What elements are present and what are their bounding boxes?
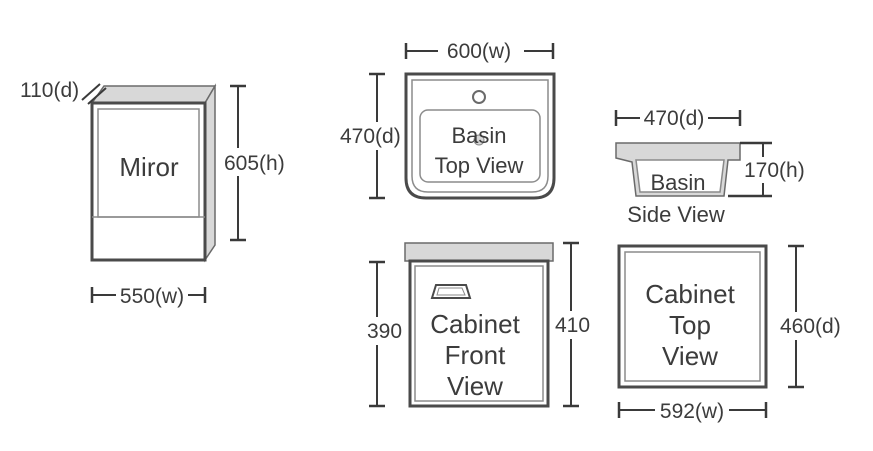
basin-side-depth-text: 470(d) <box>644 107 705 130</box>
mirror-top-face <box>90 85 217 104</box>
cabinet-top-depth-text: 460(d) <box>780 315 841 338</box>
basin-top-depth-text: 470(d) <box>340 125 401 148</box>
mirror-group: Miror 110(d) 605(h) 550(w) <box>20 79 288 308</box>
basin-side-label: Basin <box>650 170 705 195</box>
basin-top-rim <box>411 79 549 193</box>
cabinet-top-inner <box>624 251 761 382</box>
mirror-height-text: 605(h) <box>224 152 285 175</box>
cabinet-front-top-slab <box>404 242 554 262</box>
faucet-hole <box>472 90 486 104</box>
mirror-frame <box>90 101 207 262</box>
cabinet-front-inner-height-text-bg <box>364 317 406 345</box>
basin-top-width-text: 600(w) <box>447 40 511 63</box>
mirror-width-text: 550(w) <box>120 285 184 308</box>
cabinet-top-label-2: Top <box>669 310 711 340</box>
basin-side-caption: Side View <box>627 202 725 227</box>
basin-top-label-2: Top View <box>435 153 524 178</box>
mirror-height-text-bg <box>222 148 288 176</box>
basin-side-group: 470(d) Basin 170(h) Side View <box>614 105 806 227</box>
cabinet-top-label-1: Cabinet <box>645 279 735 309</box>
mirror-depth-text: 110(d) <box>20 79 79 102</box>
cabinet-top-depth-text-bg <box>778 312 844 340</box>
cabinet-top-label-3: View <box>662 341 718 371</box>
basin-top-width-text-bg <box>438 38 524 64</box>
cabinet-handle-inner <box>436 287 466 296</box>
mirror-label: Miror <box>119 152 179 182</box>
cabinet-top-group: Cabinet Top View 460(d) 592(w) <box>617 244 844 424</box>
cabinet-top-width-text-bg <box>655 398 729 424</box>
basin-top-group: 600(w) Basin Top View 470(d) <box>338 38 556 200</box>
cabinet-front-inner-height-text: 390 <box>367 320 402 343</box>
cabinet-front-outer-height-text: 410 <box>555 314 590 337</box>
cabinet-front-panel <box>414 265 544 402</box>
basin-top-label-1: Basin <box>451 123 506 148</box>
cabinet-front-label-2: Front <box>445 340 506 370</box>
basin-side-bowl <box>635 159 725 193</box>
basin-side-height-text-bg <box>742 157 806 183</box>
cabinet-front-label-1: Cabinet <box>430 309 520 339</box>
basin-side-height-text: 170(h) <box>744 159 805 182</box>
basin-top-bowl <box>419 109 541 183</box>
cabinet-top-outline <box>617 244 768 389</box>
cabinet-front-outer-height-text-bg <box>553 311 597 339</box>
cabinet-top-width-text: 592(w) <box>660 400 724 423</box>
mirror-depth-leader-2 <box>87 87 107 105</box>
cabinet-front-label-3: View <box>447 371 503 401</box>
basin-top-depth-text-bg <box>338 122 402 150</box>
drain-hole <box>473 134 485 146</box>
cabinet-front-body <box>408 259 550 408</box>
cabinet-front-group: Cabinet Front View 390 410 <box>364 241 597 408</box>
mirror-width-text-bg <box>116 283 188 307</box>
basin-side-depth-text-bg <box>640 105 708 131</box>
mirror-depth-leader <box>81 83 101 101</box>
